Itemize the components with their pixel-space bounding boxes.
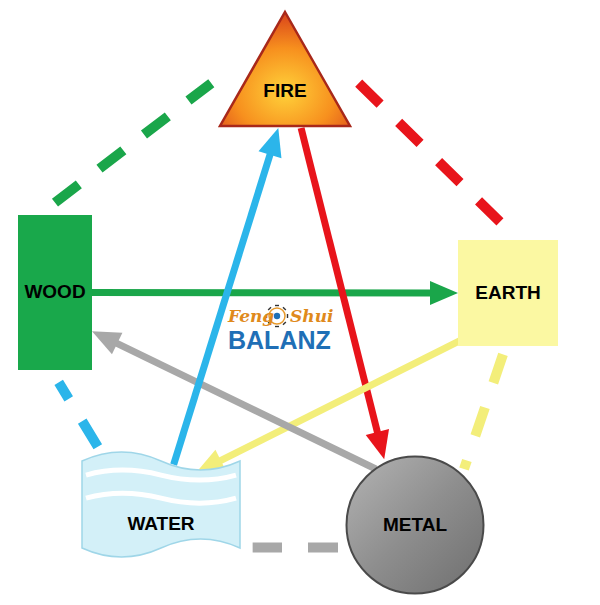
element-name: WATER	[127, 514, 194, 535]
water-shape: WATER	[82, 452, 240, 557]
element-relation	[92, 281, 458, 305]
generating-link	[464, 354, 503, 469]
water-wave	[86, 470, 236, 480]
controlling-arrow	[115, 343, 375, 469]
fire-triangle: FIRE	[218, 10, 352, 128]
element-relation	[464, 354, 503, 469]
element-relation	[174, 128, 282, 465]
fire-triangle-fill	[220, 12, 350, 126]
wood-box-fill	[18, 215, 92, 370]
arrow-head	[430, 281, 458, 305]
element-relation	[253, 547, 338, 548]
logo-brand: BALANZ	[228, 327, 331, 355]
arrow-head	[366, 429, 389, 459]
element-name: WOOD	[24, 282, 85, 303]
wood-box: WOOD	[18, 215, 92, 370]
generating-link	[59, 382, 98, 446]
controlling-arrow	[92, 289, 432, 296]
earth-box: EARTH	[458, 240, 558, 346]
water-fill	[82, 452, 240, 557]
generating-link	[253, 542, 338, 552]
arrow-head	[259, 128, 282, 158]
element-name: FIRE	[263, 81, 306, 102]
metal-circle-fill	[347, 457, 484, 594]
generating-link	[359, 83, 513, 235]
earth-box-fill	[458, 240, 558, 346]
element-relation	[359, 83, 513, 235]
logo-word: Feng	[228, 307, 274, 326]
controlling-arrow	[219, 341, 460, 462]
element-relation	[55, 83, 211, 202]
generating-link	[55, 83, 211, 202]
element-name: EARTH	[475, 283, 540, 304]
water-shape-outline	[82, 452, 240, 557]
arrow-head	[92, 331, 122, 354]
fire-triangle-outline	[218, 10, 352, 128]
logo-word: Shui	[290, 307, 333, 326]
element-relation	[196, 341, 460, 473]
water-wave	[86, 493, 236, 503]
element-relation	[59, 382, 98, 446]
element-name: METAL	[383, 515, 447, 536]
element-relation	[301, 128, 389, 459]
metal-circle: METAL	[345, 455, 485, 595]
